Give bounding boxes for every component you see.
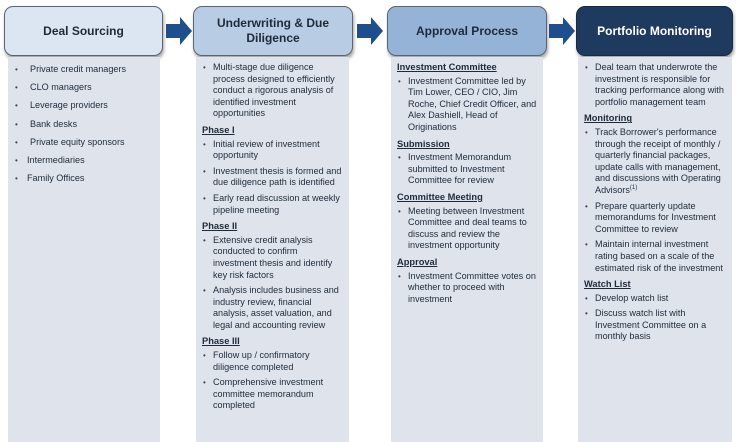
bullet-list: Investment Memorandum submitted to Inves… [397,152,537,187]
list-item: Private equity sponsors [14,137,154,149]
list-item: Private credit managers [14,64,154,76]
bullet-list: Initial review of investment opportunity… [202,139,343,217]
stage-title: Portfolio Monitoring [597,23,712,38]
bullet-list: Follow up / confirmatory diligence compl… [202,350,343,412]
list-item: Track Borrower's performance through the… [584,127,726,197]
column-deal-sourcing: Private credit managers CLO managers Lev… [8,57,160,442]
list-item: Prepare quarterly update memorandums for… [584,201,726,236]
stage-header-deal-sourcing: Deal Sourcing [4,6,163,56]
list-item: Investment Memorandum submitted to Inves… [397,152,537,187]
section-heading-committee-meeting: Committee Meeting [397,191,483,202]
section-heading-monitoring: Monitoring [584,113,633,124]
column-portfolio-monitoring: Deal team that underwrote the investment… [578,57,732,442]
bullet-list: Meeting between Investment Committee and… [397,206,537,252]
list-item: Develop watch list [584,293,726,305]
list-item: Initial review of investment opportunity [202,139,343,162]
stage-title: Approval Process [415,23,519,38]
arrow-right-icon [549,17,575,45]
section-heading-watch-list: Watch List [584,279,631,290]
list-item: Bank desks [14,119,154,131]
list-item: Investment thesis is formed and due dili… [202,166,343,189]
section-heading-investment-committee: Investment Committee [397,62,497,72]
list-item-text: Track Borrower's performance through the… [595,126,721,195]
section-heading-submission: Submission [397,138,450,149]
bullet-list: Deal team that underwrote the investment… [584,62,726,108]
list-item: Discuss watch list with Investment Commi… [584,308,726,343]
bullet-list: Develop watch list Discuss watch list wi… [584,293,726,343]
list-item: Maintain internal investment rating base… [584,239,726,274]
bullet-list: Private credit managers CLO managers Lev… [14,64,154,185]
column-underwriting: Multi-stage due diligence process design… [196,57,349,442]
section-heading-phase-1: Phase I [202,124,235,135]
list-item: CLO managers [14,82,154,94]
footnote-marker: (1) [629,184,638,191]
list-item: Analysis includes business and industry … [202,285,343,331]
list-item: Extensive credit analysis conducted to c… [202,235,343,281]
bullet-list: Multi-stage due diligence process design… [202,62,343,120]
list-item: Meeting between Investment Committee and… [397,206,537,252]
list-item: Leverage providers [14,100,154,112]
list-item: Multi-stage due diligence process design… [202,62,343,120]
stage-title: Underwriting & Due Diligence [216,16,329,45]
stage-header-portfolio-monitoring: Portfolio Monitoring [576,6,733,56]
list-item: Comprehensive investment committee memor… [202,377,343,412]
arrow-right-icon [357,17,383,45]
section-heading-approval: Approval [397,256,438,267]
bullet-list: Investment Committee led by Tim Lower, C… [397,76,537,134]
stage-title: Deal Sourcing [43,23,124,38]
list-item: Follow up / confirmatory diligence compl… [202,350,343,373]
stage-header-approval: Approval Process [387,6,547,56]
list-item: Early read discussion at weekly pipeline… [202,193,343,216]
list-item: Investment Committee led by Tim Lower, C… [397,76,537,134]
bullet-list: Extensive credit analysis conducted to c… [202,235,343,332]
section-heading-phase-3: Phase III [202,336,240,347]
column-approval-process: Investment Committee Investment Committe… [391,57,543,442]
arrow-right-icon [166,17,192,45]
list-item: Intermediaries [14,155,154,167]
list-item: Deal team that underwrote the investment… [584,62,726,108]
section-heading-phase-2: Phase II [202,221,238,232]
bullet-list: Investment Committee votes on whether to… [397,271,537,306]
stage-header-underwriting: Underwriting & Due Diligence [193,6,353,56]
bullet-list: Track Borrower's performance through the… [584,127,726,274]
list-item: Investment Committee votes on whether to… [397,271,537,306]
list-item: Family Offices [14,173,154,185]
